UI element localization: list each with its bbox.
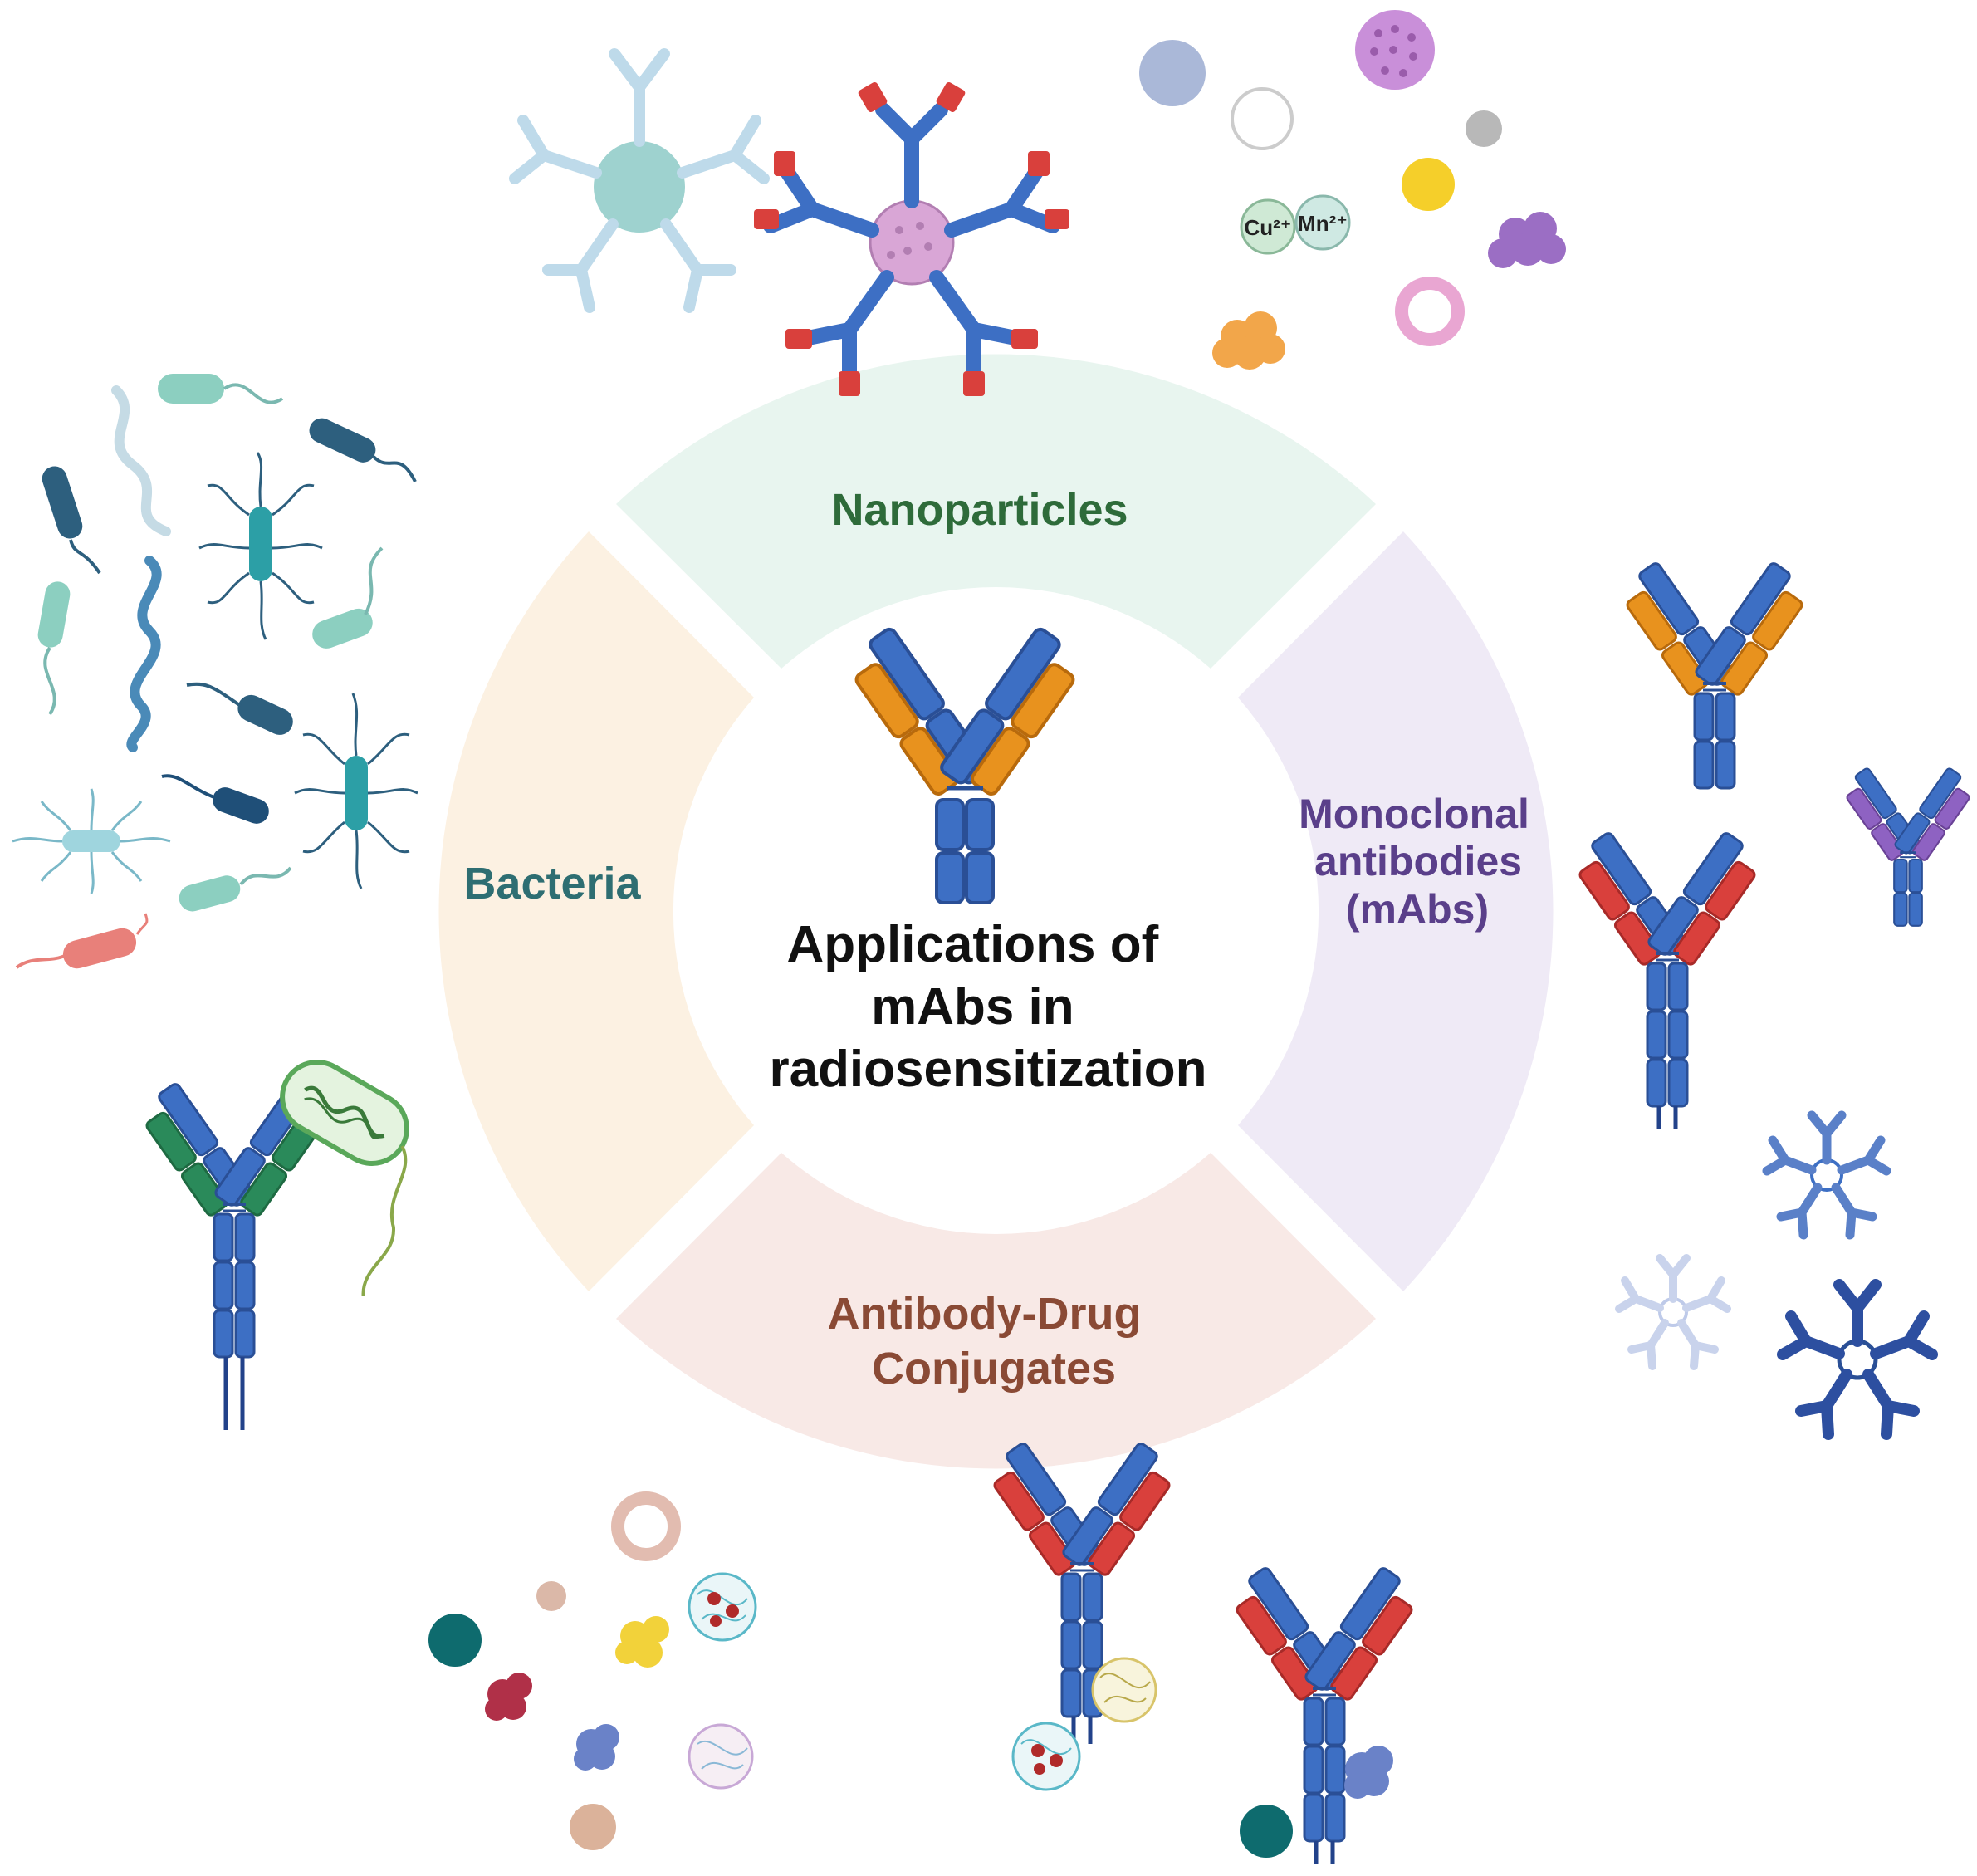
bacterium-icon xyxy=(312,546,384,649)
center-title-line-3: radiosensitization xyxy=(769,1041,1206,1098)
adc-label-line-1: Antibody-Drug xyxy=(828,1289,1142,1339)
segment-adc xyxy=(616,1153,1376,1469)
bacterium-icon xyxy=(42,466,101,575)
mabs-label-line-1: Monoclonal xyxy=(1299,791,1529,837)
nanoparticle-icon xyxy=(1402,158,1455,211)
multimeric-antibody-icon xyxy=(1615,1254,1731,1370)
ion-icon: Mn²⁺ xyxy=(1294,194,1351,251)
drug-payload-icon xyxy=(1011,1722,1081,1791)
ion-mn-label: Mn²⁺ xyxy=(1298,211,1348,236)
nanoparticle-icon xyxy=(615,1616,669,1668)
bacterium-icon xyxy=(15,913,149,969)
nanoparticle-icon xyxy=(1344,1746,1393,1799)
nanoparticle-icon xyxy=(570,1804,616,1850)
adc-label: Antibody-Drug Conjugates xyxy=(828,1289,1154,1394)
nanoparticle-icon xyxy=(1139,40,1206,106)
bacterium-icon xyxy=(12,788,171,894)
ion-cu-label: Cu²⁺ xyxy=(1244,215,1291,240)
nanoparticle-icon xyxy=(611,1491,681,1561)
ion-icon: Cu²⁺ xyxy=(1240,198,1296,255)
mabs-label-line-3: (mAbs) xyxy=(1346,886,1489,933)
bacterium-icon xyxy=(198,452,323,640)
drug-payload-icon xyxy=(688,1723,754,1790)
nanoparticle-icon xyxy=(1395,277,1465,346)
nanoparticles-label: Nanoparticles xyxy=(831,485,1128,535)
antibody-icon xyxy=(145,1083,323,1430)
antibody-icon xyxy=(1626,562,1803,790)
bacterium-icon xyxy=(309,418,417,482)
nanoparticle-icon xyxy=(1488,212,1566,268)
bacterium-icon xyxy=(37,581,71,716)
adc-label-line-2: Conjugates xyxy=(872,1344,1116,1394)
nanoparticle-icon xyxy=(1466,110,1502,147)
bacterium-icon xyxy=(158,374,284,404)
bacterium-icon xyxy=(161,774,269,824)
spirochete-icon xyxy=(126,556,162,752)
antibody-icon xyxy=(1846,767,1970,928)
nanoparticle-icon xyxy=(485,1673,532,1721)
drug-payload-icon xyxy=(1091,1657,1157,1723)
antibody-icon xyxy=(1236,1567,1413,1864)
bacteria-cluster xyxy=(12,374,418,969)
multimeric-antibody-icon xyxy=(1777,1279,1938,1440)
antibody-icon xyxy=(993,1443,1171,1744)
segment-mabs xyxy=(1238,531,1554,1291)
bacterium-icon xyxy=(280,1060,409,1297)
antibody-icon xyxy=(1578,832,1756,1129)
segment-nanoparticles xyxy=(616,354,1376,669)
mabs-label: Monoclonal antibodies (mAbs) xyxy=(1299,791,1541,933)
nanoparticle-icon xyxy=(1240,1805,1293,1858)
multimeric-antibody-icon xyxy=(509,48,770,313)
mabs-label-line-2: antibodies xyxy=(1314,838,1522,884)
center-ring xyxy=(438,354,1554,1469)
nanoparticle-icon xyxy=(428,1614,482,1667)
nanoparticle-icon xyxy=(536,1581,566,1611)
nanoparticle-icon xyxy=(1212,311,1285,370)
multimeric-antibody-icon xyxy=(1762,1110,1891,1240)
bacterium-icon xyxy=(294,693,418,889)
center-title-line-2: mAbs in xyxy=(871,978,1074,1036)
bacteria-label: Bacteria xyxy=(463,859,641,909)
antibody-icon xyxy=(854,627,1075,904)
nanoparticle-icon xyxy=(574,1724,619,1771)
segment-bacteria xyxy=(438,531,754,1291)
drug-payload-icon xyxy=(688,1572,757,1642)
center-title: Applications of mAbs in radiosensitizati… xyxy=(769,916,1206,1098)
bacterium-icon xyxy=(186,682,293,735)
spirochete-icon xyxy=(111,385,171,536)
multimeric-antibody-icon xyxy=(754,81,1069,396)
nanoparticle-icon xyxy=(1355,10,1435,90)
bacterium-icon xyxy=(179,866,292,912)
center-title-line-1: Applications of xyxy=(786,916,1158,973)
nanoparticle-icon xyxy=(1231,87,1294,150)
